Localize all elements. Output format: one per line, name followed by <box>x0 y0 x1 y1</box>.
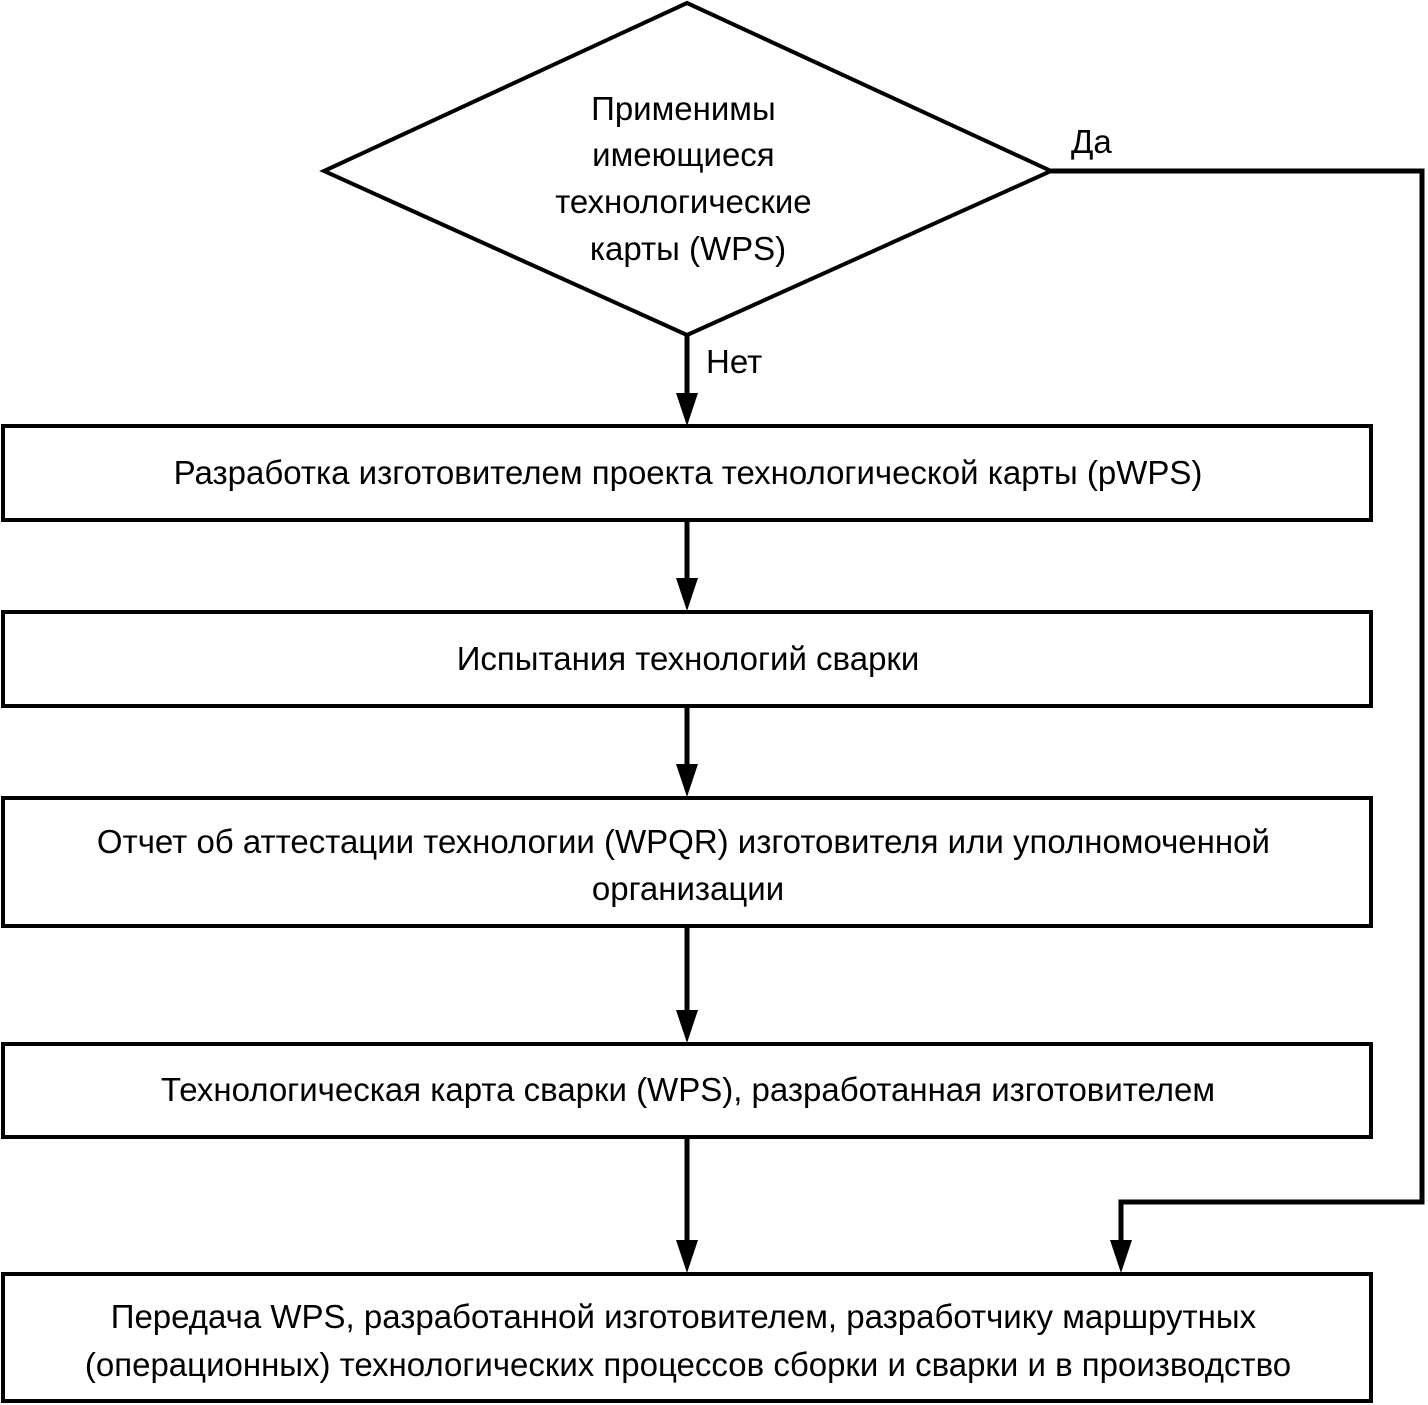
no-label: Нет <box>706 343 762 380</box>
arrowhead-step3 <box>676 764 698 797</box>
arrowhead-no <box>676 393 698 426</box>
step-line: Передача WPS, разработанной изготовителе… <box>111 1298 1257 1335</box>
decision-line: Применимы <box>591 90 776 127</box>
step-box-1 <box>1 424 1373 522</box>
step-line: Отчет об аттестации технологии (WPQR) из… <box>97 823 1270 860</box>
step-box-2 <box>1 610 1373 708</box>
arrowhead-step4 <box>676 1010 698 1043</box>
step-box-4 <box>1 1042 1373 1139</box>
step-line: Технологическая карта сварки (WPS), разр… <box>161 1071 1215 1108</box>
connector-yes <box>1051 168 1425 1242</box>
decision-text: Применимы имеющиеся технологические карт… <box>555 90 821 267</box>
step-line: организации <box>592 870 784 907</box>
decision-diamond <box>319 0 1056 338</box>
arrowhead-step5 <box>676 1240 698 1273</box>
arrowhead-step2 <box>676 578 698 611</box>
step-box-3 <box>1 796 1373 928</box>
step-line: Испытания технологий сварки <box>457 640 920 677</box>
arrowhead-yes <box>1110 1240 1132 1273</box>
step-text-2: Испытания технологий сварки <box>457 640 920 677</box>
step-line: Разработка изготовителем проекта техноло… <box>174 454 1203 491</box>
decision-line: технологические <box>555 183 811 220</box>
decision-line: карты (WPS) <box>590 230 786 267</box>
step-text-1: Разработка изготовителем проекта техноло… <box>174 454 1203 491</box>
decision-line: имеющиеся <box>592 136 775 173</box>
yes-label: Да <box>1071 123 1112 160</box>
step-box-5 <box>1 1272 1373 1403</box>
step-text-3: Отчет об аттестации технологии (WPQR) из… <box>97 823 1279 907</box>
step-text-4: Технологическая карта сварки (WPS), разр… <box>161 1071 1215 1108</box>
step-line: (операционных) технологических процессов… <box>85 1346 1291 1383</box>
step-text-5: Передача WPS, разработанной изготовителе… <box>85 1298 1291 1383</box>
